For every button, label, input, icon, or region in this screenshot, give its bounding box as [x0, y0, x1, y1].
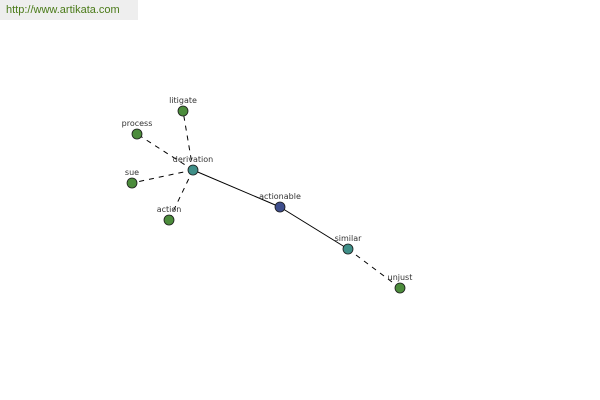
node-process[interactable]: process — [122, 119, 153, 140]
edge-derivation-sue — [131, 169, 194, 184]
node-actionable[interactable]: actionable — [259, 192, 301, 213]
node-label-sue: sue — [125, 168, 139, 177]
node-label-process: process — [122, 119, 153, 128]
node-unjust[interactable]: unjust — [388, 273, 413, 294]
node-label-action: action — [157, 205, 182, 214]
edge-similar-unjust — [347, 248, 401, 289]
edge-layer — [131, 110, 401, 289]
node-circle-action[interactable] — [163, 214, 175, 226]
node-circle-litigate[interactable] — [177, 105, 189, 117]
node-derivation[interactable]: derivation — [173, 155, 213, 176]
node-action[interactable]: action — [157, 205, 182, 226]
node-label-unjust: unjust — [388, 273, 413, 282]
node-label-litigate: litigate — [169, 96, 197, 105]
node-similar[interactable]: similar — [335, 234, 363, 255]
edge-actionable-derivation — [192, 169, 281, 208]
node-circle-actionable[interactable] — [274, 201, 286, 213]
node-circle-process[interactable] — [131, 128, 143, 140]
edge-derivation-process — [136, 133, 194, 171]
node-sue[interactable]: sue — [125, 168, 139, 189]
node-circle-sue[interactable] — [126, 177, 138, 189]
node-circle-unjust[interactable] — [394, 282, 406, 294]
source-url-link[interactable]: http://www.artikata.com — [6, 4, 120, 16]
node-label-actionable: actionable — [259, 192, 301, 201]
node-layer: actionable derivation similar litigate proce… — [122, 96, 413, 294]
node-circle-similar[interactable] — [342, 243, 354, 255]
node-circle-derivation[interactable] — [187, 164, 199, 176]
edge-actionable-similar — [279, 206, 349, 250]
node-litigate[interactable]: litigate — [169, 96, 197, 117]
node-label-derivation: derivation — [173, 155, 213, 164]
node-label-similar: similar — [335, 234, 363, 243]
source-url-bar: http://www.artikata.com — [0, 0, 138, 20]
